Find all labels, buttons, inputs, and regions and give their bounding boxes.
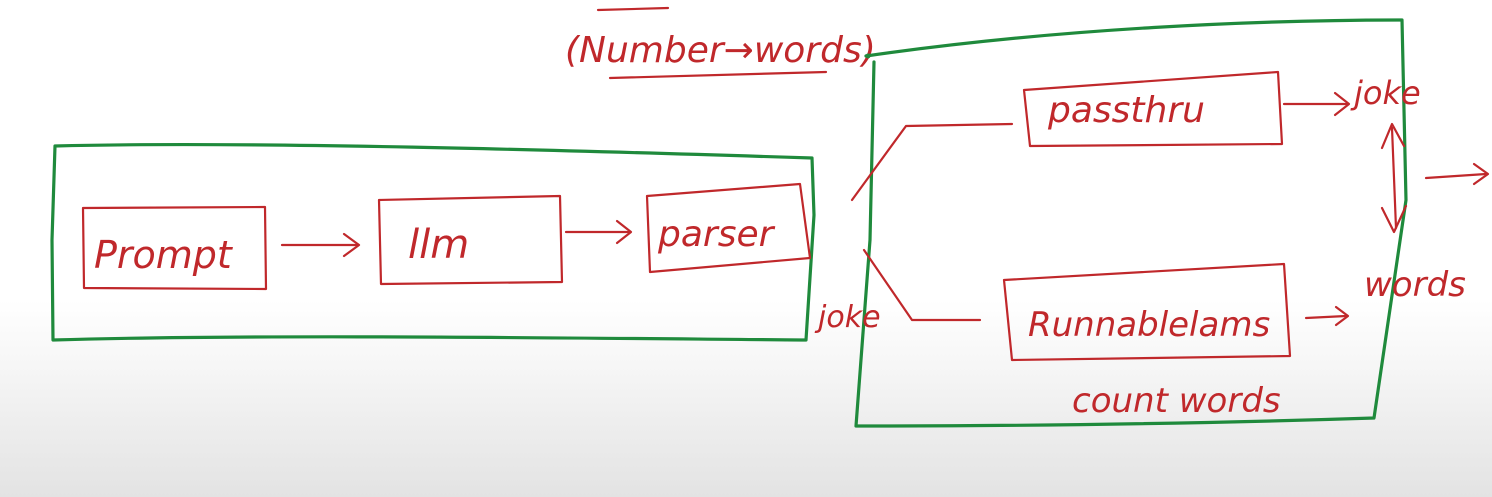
- branch-input-label: joke: [814, 300, 881, 335]
- branch-line-bottom: [862, 248, 982, 322]
- arrow-llm-to-parser-head: [615, 219, 633, 245]
- final-output-arrow: [1424, 172, 1488, 180]
- runnable-lambda-label: Runnablelams: [1028, 305, 1270, 345]
- joke-output-label: joke: [1350, 74, 1421, 112]
- count-words-note: count words: [1072, 381, 1281, 421]
- annotation-underline: [608, 70, 828, 80]
- arrow-prompt-to-llm-head: [342, 232, 361, 258]
- passthru-box: [1022, 70, 1284, 148]
- join-line: [1390, 126, 1398, 230]
- passthru-label: passthru: [1047, 90, 1205, 131]
- prompt-label: Prompt: [94, 233, 234, 277]
- join-arrow-up-head: [1380, 122, 1406, 150]
- parser-box: [645, 182, 812, 274]
- join-arrow-down-head: [1380, 204, 1408, 234]
- prompt-box: [81, 205, 268, 291]
- final-output-arrow-head: [1472, 162, 1490, 186]
- container-corner-dot: [865, 53, 871, 59]
- branch-container: [854, 18, 1408, 428]
- llm-label: llm: [408, 222, 469, 268]
- branch-line-top: [850, 122, 1014, 202]
- arrow-passthru-to-joke-head: [1333, 91, 1351, 117]
- annotation-overline: [596, 6, 670, 12]
- runnable-lambda-box: [1002, 262, 1292, 362]
- llm-box: [377, 194, 564, 286]
- parser-label: parser: [657, 214, 776, 255]
- words-output-label: words: [1364, 265, 1466, 305]
- arrow-lambda-to-words-head: [1334, 305, 1350, 327]
- arrow-lambda-to-words: [1304, 314, 1348, 320]
- chain-container: [50, 142, 816, 342]
- annotation-number-to-words: (Number→words): [565, 30, 876, 71]
